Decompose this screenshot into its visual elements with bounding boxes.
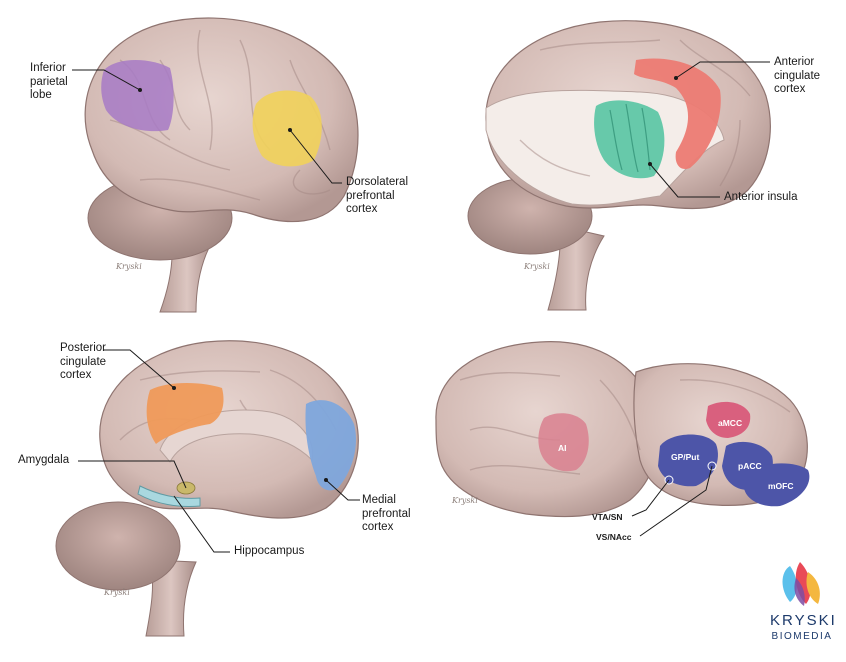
label-vta-sn: VTA/SN — [592, 512, 623, 522]
label-inferior-parietal-lobe: Inferior parietal lobe — [30, 62, 68, 101]
kryski-logo-mark — [782, 562, 820, 606]
mpfc-region — [305, 400, 357, 491]
label-vs-nacc: VS/NAcc — [596, 532, 632, 542]
signature-bottom-left: Kryski — [104, 588, 130, 597]
panel-lateral-view — [84, 17, 359, 313]
pcc-region — [146, 383, 224, 444]
gyri-top-right — [519, 39, 751, 187]
label-anterior-cingulate-cortex: Anterior cingulate cortex — [774, 56, 821, 95]
dlpfc-region — [252, 90, 322, 167]
label-pacc: pACC — [738, 461, 762, 471]
inferior-parietal-region — [101, 60, 174, 132]
mofc-region — [744, 463, 810, 507]
label-anterior-insula: Anterior insula — [724, 191, 798, 203]
label-amygdala: Amygdala — [18, 454, 70, 466]
panel-sagittal-view — [467, 20, 771, 311]
leader-insula — [649, 163, 720, 198]
leader-dlpfc — [289, 129, 342, 184]
label-gp-put: GP/Put — [671, 452, 700, 462]
leader-amygdala — [78, 460, 187, 489]
cerebellum-bottom-left — [55, 501, 181, 591]
label-posterior-cingulate-cortex: Posterior cingulate cortex — [60, 342, 107, 381]
acc-region — [634, 58, 721, 170]
ai-region — [538, 413, 589, 472]
leader-lines — [72, 61, 770, 553]
label-ai: AI — [558, 443, 567, 453]
leader-acc — [675, 61, 770, 79]
amcc-region — [706, 401, 751, 438]
leader-dots — [138, 76, 678, 482]
panel-combined-view — [435, 341, 810, 518]
gp-put-region — [658, 434, 718, 487]
leader-vs-nacc — [639, 465, 713, 537]
logo-wordmark: KRYSKI — [770, 612, 837, 629]
signature-top-right: Kryski — [524, 262, 550, 271]
signature-top-left: Kryski — [116, 262, 142, 271]
signature-bottom-right: Kryski — [452, 496, 478, 505]
logo-subtitle: BIOMEDIA — [771, 631, 833, 642]
label-dorsolateral-prefrontal-cortex: Dorsolateral prefrontal cortex — [346, 176, 408, 215]
label-hippocampus: Hippocampus — [234, 545, 305, 557]
leader-inferior-parietal — [72, 69, 141, 91]
hippocampus-region — [137, 485, 201, 507]
leader-vta-sn — [631, 479, 670, 517]
label-medial-prefrontal-cortex: Medial prefrontal cortex — [362, 494, 411, 533]
panel-midsagittal-view — [55, 340, 359, 637]
leader-mpfc — [325, 479, 360, 501]
leader-pcc — [103, 349, 175, 389]
label-amcc: aMCC — [718, 418, 743, 428]
leader-hippocampus — [173, 495, 230, 553]
label-mofc: mOFC — [768, 481, 794, 491]
